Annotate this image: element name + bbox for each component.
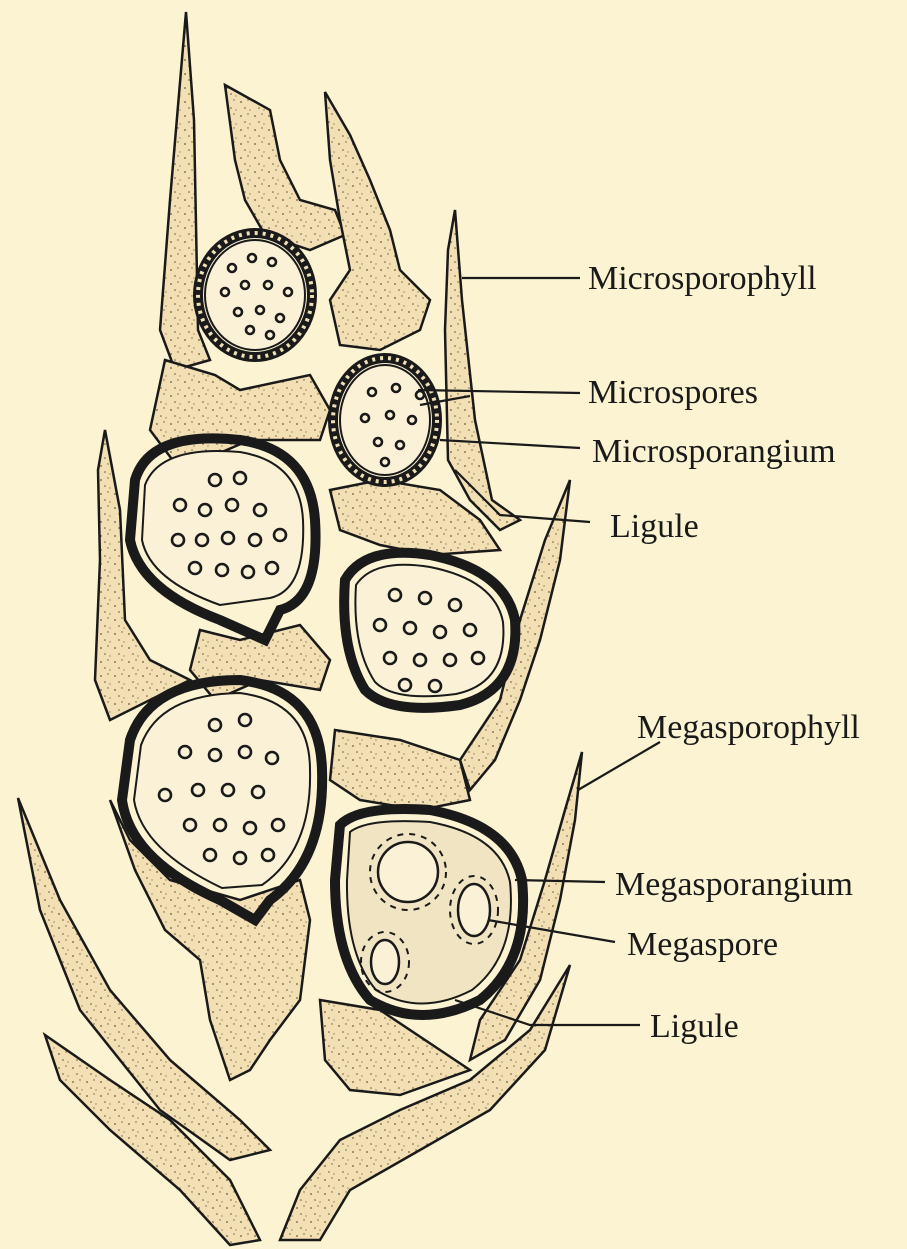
microsporangium-middle-right (344, 553, 515, 708)
label-microspores: Microspores (588, 374, 758, 411)
top-lobe-right (325, 92, 430, 350)
label-ligule-lower: Ligule (650, 1008, 739, 1045)
megaspore-top (370, 834, 446, 910)
leader-microspores-a (418, 390, 580, 393)
microsporangium-labelled (333, 358, 437, 482)
microsporangium-middle-left (130, 438, 316, 640)
microsporangium-top (198, 233, 312, 357)
label-megasporangium: Megasporangium (615, 866, 853, 903)
leader-megasporangium (515, 880, 605, 882)
megasporangium (335, 809, 523, 1015)
leader-megasporophyll (578, 742, 660, 790)
label-megaspore: Megaspore (627, 926, 778, 963)
label-microsporophyll: Microsporophyll (588, 260, 817, 297)
right-lower-tissue (330, 730, 470, 810)
upper-microsporophyll (445, 210, 520, 530)
label-megasporophyll: Megasporophyll (637, 709, 860, 746)
label-microsporangium: Microsporangium (592, 433, 836, 470)
labels: Microsporophyll Microspores Microsporang… (588, 260, 860, 1045)
label-ligule-upper: Ligule (610, 508, 699, 545)
